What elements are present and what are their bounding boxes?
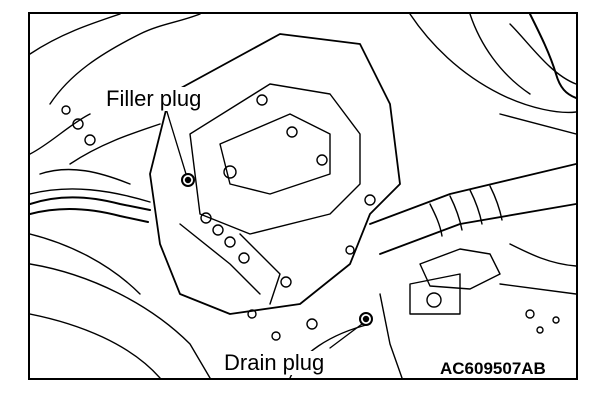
filler-plug-leader: [163, 101, 187, 175]
drain-plug-leader: [329, 323, 363, 349]
drain-plug-label: Drain plug: [222, 350, 327, 375]
drain-plug-marker: [359, 312, 373, 326]
filler-plug-label: Filler plug: [104, 86, 204, 111]
transmission-line-drawing: [30, 14, 576, 378]
filler-plug-marker: [181, 173, 195, 187]
figure-code: AC609507AB: [438, 359, 548, 378]
illustration-frame: Filler plug Drain plug AC609507AB: [28, 12, 578, 380]
